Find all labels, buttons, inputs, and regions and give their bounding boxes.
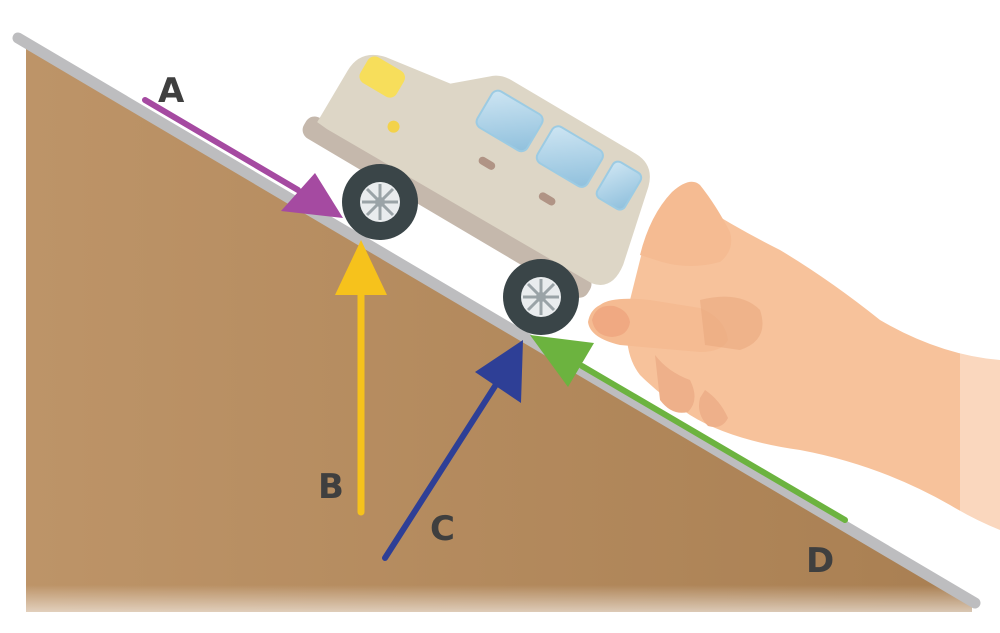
- hand-index-finger: [640, 181, 732, 266]
- arrow-b: [335, 240, 387, 516]
- car-window-front: [475, 89, 544, 153]
- car-body: [317, 54, 650, 285]
- car-headlight: [359, 56, 405, 98]
- car-window-middle: [535, 125, 604, 188]
- label-a: A: [158, 71, 185, 111]
- label-b: B: [318, 467, 344, 507]
- car-door-handle-front: [478, 156, 496, 170]
- hand-thumbnail: [592, 305, 630, 337]
- hand-shadow: [700, 296, 763, 350]
- incline-surface: [12, 32, 981, 609]
- car-indicator-light: [387, 120, 400, 133]
- arrow-d: [530, 335, 848, 523]
- car-door-handle-rear: [538, 192, 556, 206]
- arrow-c: [382, 340, 523, 561]
- hand-fade-right: [960, 330, 1000, 540]
- car-wheel-front: [342, 164, 418, 240]
- toy-car: [302, 54, 650, 298]
- car-bumper: [302, 116, 592, 298]
- arrow-a: [142, 97, 343, 218]
- car-wheel-rear: [503, 259, 579, 335]
- ground-bottom-fade: [0, 585, 1000, 633]
- hand-palm: [626, 205, 1000, 530]
- hand: [588, 181, 1000, 540]
- label-d: D: [806, 541, 834, 581]
- label-c: C: [430, 509, 455, 549]
- car-window-rear: [595, 160, 643, 211]
- hand-knuckle-fingers: [655, 355, 728, 427]
